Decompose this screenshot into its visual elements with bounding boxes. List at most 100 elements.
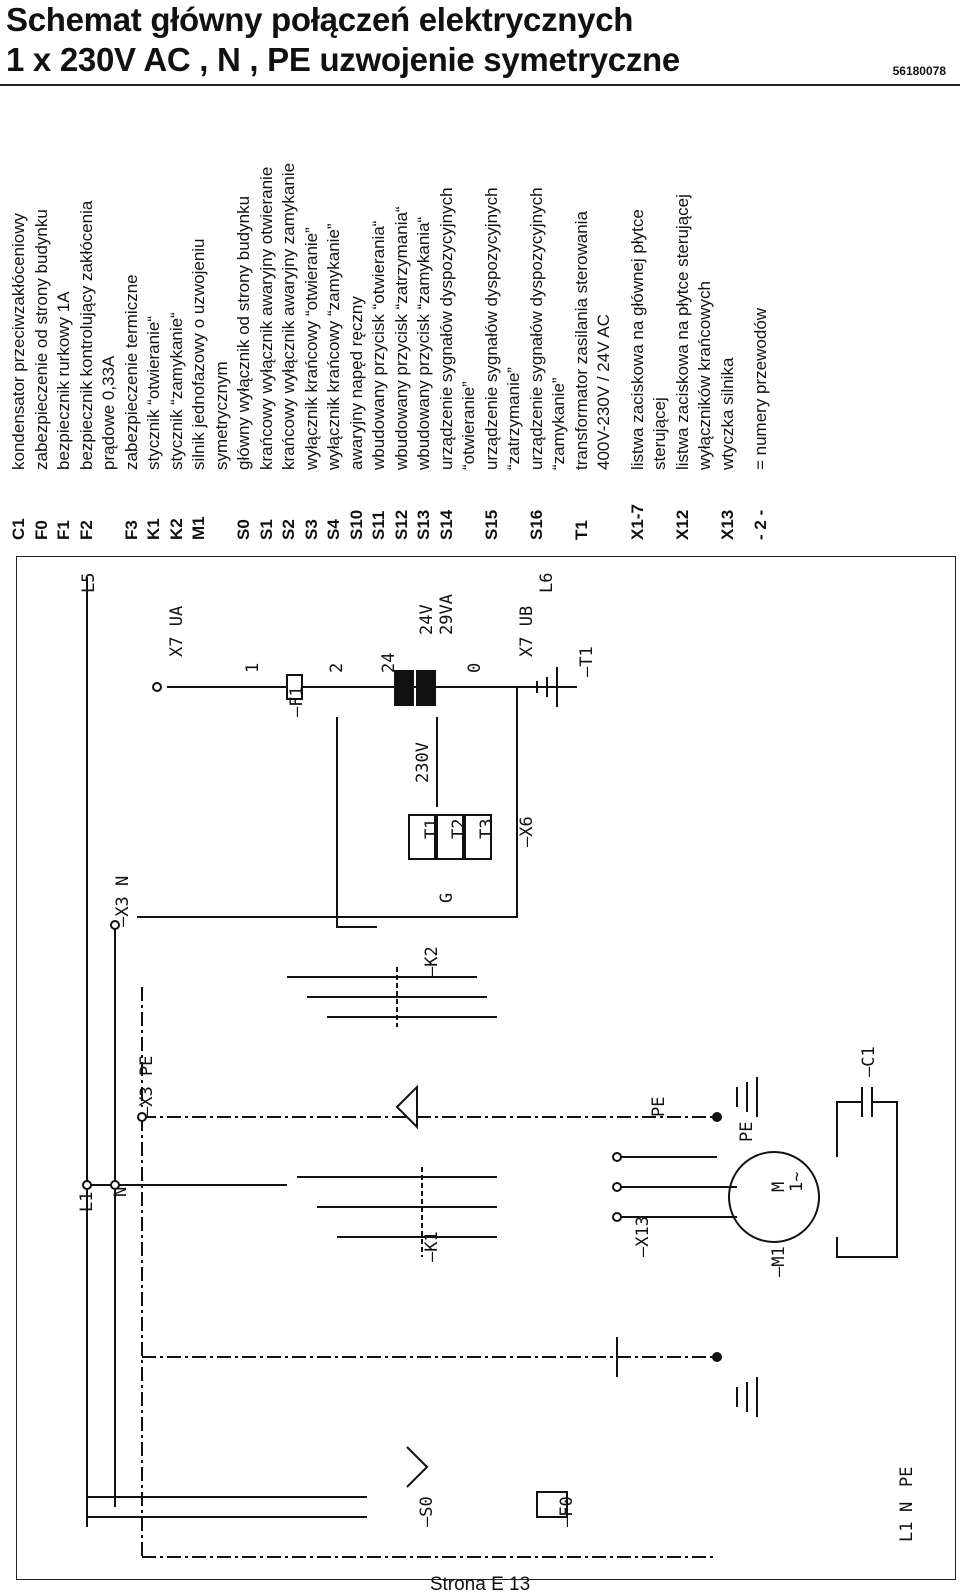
- legend-description: wbudowany przycisk “otwierania“: [369, 220, 388, 470]
- label-m: M: [769, 1181, 789, 1192]
- label-l1: L1: [77, 1191, 97, 1212]
- legend-code: [649, 470, 672, 540]
- legend-code: S15: [481, 509, 501, 540]
- legend-code: F0: [31, 520, 51, 540]
- label-f1: –F1: [287, 686, 307, 717]
- legend-row: “otwieranie”: [458, 100, 481, 540]
- legend-description: sterującej: [650, 397, 669, 470]
- label-pem: PE: [737, 1121, 757, 1142]
- legend-row: prądowe 0,33A: [98, 100, 121, 540]
- label-peb: PE: [897, 1466, 917, 1487]
- legend-code: S14: [436, 509, 456, 540]
- legend-code: S10: [346, 509, 366, 540]
- switch-s0: [406, 1446, 429, 1488]
- legend-description: “zamykanie”: [549, 377, 568, 470]
- label-x3n: –X3 N: [113, 875, 133, 927]
- legend-code: C1: [9, 518, 28, 540]
- legend-code: K1: [144, 518, 163, 540]
- legend-description: listwa zaciskowa na płytce sterującej: [672, 194, 692, 470]
- label-m1: –M1: [769, 1246, 789, 1277]
- label-s0: –S0: [417, 1496, 437, 1527]
- label-l5: L5: [79, 572, 99, 593]
- legend-description: “otwieranie”: [459, 381, 478, 470]
- legend-description: wbudowany przycisk “zatrzymania“: [391, 206, 411, 470]
- legend-description: transformator zasilania sterowania: [571, 211, 591, 470]
- legend-row: 400V-230V / 24V AC: [593, 100, 616, 540]
- legend-description: zabezpieczenie od strony budynku: [31, 209, 51, 470]
- terminal-t1: [408, 814, 436, 860]
- legend-description: prądowe 0,33A: [99, 355, 118, 470]
- label-x13: –X13: [633, 1216, 653, 1257]
- label-m1ph: 1~: [787, 1171, 807, 1192]
- legend-description: listwa zaciskowa na głównej płytce: [627, 209, 647, 470]
- label-t1b: T1: [422, 818, 442, 839]
- legend-description: bezpiecznik kontrolujący zakłócenia: [76, 200, 96, 470]
- legend-description: urządzenie sygnałów dyspozycyjnych: [436, 187, 456, 470]
- label-pe: PE: [649, 1096, 669, 1117]
- transformer-core-1: [394, 670, 414, 706]
- fuse-f0: [536, 1491, 568, 1518]
- legend-code: S4: [324, 519, 343, 540]
- terminal-t3: [464, 814, 492, 860]
- legend-code: X12: [672, 509, 692, 540]
- legend-description: “zatrzymanie”: [504, 367, 523, 470]
- legend-description: stycznik “zamykanie“: [166, 312, 186, 470]
- legend-code: [503, 470, 526, 540]
- legend-row: “zatrzymanie”: [503, 100, 526, 540]
- legend-code: [211, 470, 234, 540]
- legend-code: [593, 470, 616, 540]
- motor-m1: [728, 1151, 820, 1243]
- legend-description: wtyczka silnika: [717, 357, 737, 470]
- label-va29: 29VA: [437, 594, 457, 635]
- label-nb: N: [897, 1501, 917, 1512]
- label-l1b: L1: [897, 1521, 917, 1542]
- legend-description: 400V-230V / 24V AC: [594, 314, 613, 470]
- legend-code: [694, 470, 717, 540]
- legend-code: S12: [391, 509, 411, 540]
- label-x7-ua: X7 UA: [167, 605, 187, 657]
- legend-code: S2: [279, 519, 298, 540]
- legend-row: - 2 -= numery przewodów: [750, 100, 773, 540]
- earth-symbol-top: [536, 667, 558, 707]
- legend-description: = numery przewodów: [751, 307, 770, 470]
- contactor-k2: [287, 976, 497, 1018]
- legend-row: “zamykanie”: [548, 100, 571, 540]
- legend-description: wyłączników krańcowych: [695, 281, 714, 470]
- label-v230: 230V: [413, 742, 433, 783]
- legend-row: S16 urządzenie sygnałów dyspozycyjnych: [526, 100, 549, 540]
- legend-code: [458, 470, 481, 540]
- terminal-t2: [436, 814, 464, 860]
- label-w1: 1: [243, 662, 263, 673]
- page-number: Strona E 13: [429, 1574, 531, 1595]
- legend-code: X13: [717, 509, 737, 540]
- legend-row: K1 stycznik “otwieranie“: [143, 100, 166, 540]
- diode-symbol: [395, 1084, 418, 1130]
- legend-code: S16: [526, 509, 546, 540]
- legend-description: silnik jednofazowy o uzwojeniu: [189, 238, 208, 470]
- label-c1: –C1: [859, 1046, 879, 1077]
- legend-code: M1: [189, 516, 208, 540]
- label-w2: 2: [327, 662, 347, 673]
- page-title: Schemat główny połączeń elektrycznych 1 …: [6, 0, 680, 80]
- legend-description: urządzenie sygnałów dyspozycyjnych: [526, 187, 546, 470]
- header-divider: [0, 84, 960, 86]
- legend-row: S14 urządzenie sygnałów dyspozycyjnych: [436, 100, 459, 540]
- legend-description: krańcowy wyłącznik awaryjny zamykanie: [279, 162, 298, 470]
- legend-description: wbudowany przycisk “zamykania“: [414, 216, 433, 470]
- legend-code: F2: [76, 520, 96, 540]
- legend-row: symetrycznym: [211, 100, 234, 540]
- legend-code: X1-7: [627, 504, 647, 540]
- legend-row: F0 zabezpieczenie od strony budynku: [31, 100, 54, 540]
- earth-symbol-mid: [736, 1077, 758, 1117]
- legend-description: stycznik “otwieranie“: [144, 316, 163, 470]
